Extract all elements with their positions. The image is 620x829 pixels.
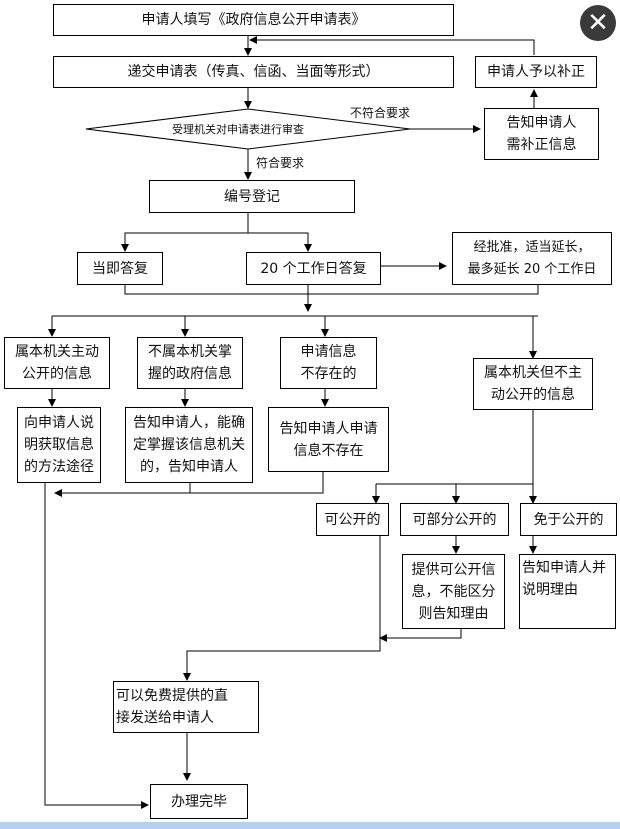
node-notify-agency-text: 告知申请人，能确 定掌握该信息机关 的，告知申请人: [133, 415, 245, 475]
node-fill-form: 申请人填写《政府信息公开申请表》: [53, 4, 454, 36]
label-not-meet: 不符合要求: [350, 106, 411, 120]
close-icon[interactable]: ✕: [580, 5, 616, 41]
node-notify-reason: 告知申请人并 说明理由: [519, 554, 616, 629]
node-exempt-text: 免于公开的: [533, 511, 604, 528]
edge-correct-submit: [249, 36, 535, 55]
node-ours-not-active-text: 属本机关但不主 动公开的信息: [484, 365, 582, 403]
node-reply-20: 20 个工作日答复: [246, 252, 381, 285]
node-reply-now-text: 当即答复: [92, 260, 148, 277]
node-provide-partial: 提供可公开信 息，不能区分 则告知理由: [402, 554, 505, 629]
node-register: 编号登记: [149, 180, 355, 213]
node-extend-text: 经批准，适当延长， 最多延长 20 个工作日: [467, 239, 597, 277]
node-explain-method-text: 向申请人说 明获取信息 的方法途径: [24, 415, 94, 475]
node-can-public-text: 可公开的: [324, 511, 381, 528]
edge-left-done: [44, 483, 149, 809]
node-notify-reason-text: 告知申请人并 说明理由: [522, 560, 606, 598]
node-ours-not-active: 属本机关但不主 动公开的信息: [473, 358, 593, 410]
node-notify-correct-text: 告知申请人 需补正信息: [506, 115, 577, 153]
node-notify-correct: 告知申请人 需补正信息: [484, 108, 599, 160]
node-active-public-text: 属本机关主动 公开的信息: [15, 344, 99, 382]
node-not-exist: 申请信息 不存在的: [280, 337, 377, 389]
node-notify-not-exist-text: 告知申请人申请 信息不存在: [279, 420, 378, 459]
node-not-ours: 不属本机关掌 握的政府信息: [137, 337, 243, 389]
edge-merge-replies: [124, 284, 539, 295]
node-submit-form-text: 递交申请表（传真、信函、当面等形式）: [127, 64, 380, 80]
node-correct: 申请人予以补正: [475, 56, 597, 88]
node-correct-text: 申请人予以补正: [487, 64, 585, 80]
node-notify-agency: 告知申请人，能确 定掌握该信息机关 的，告知申请人: [125, 407, 253, 483]
node-explain-method: 向申请人说 明获取信息 的方法途径: [17, 407, 101, 483]
edge-return-left: [54, 472, 324, 497]
node-provide-partial-text: 提供可公开信 息，不能区分 则告知理由: [411, 561, 496, 622]
node-done: 办理完毕: [150, 784, 248, 819]
node-send-free-text: 可以免费提供的直 接发送给申请人: [116, 688, 228, 726]
node-submit-form: 递交申请表（传真、信函、当面等形式）: [53, 56, 454, 88]
edge-register-split: [121, 213, 249, 252]
node-reply-20-text: 20 个工作日答复: [260, 260, 367, 277]
node-notify-not-exist: 告知申请人申请 信息不存在: [268, 407, 389, 472]
node-exempt: 免于公开的: [520, 503, 617, 536]
edge-public-send: [183, 535, 381, 681]
node-partial-public: 可部分公开的: [400, 503, 509, 536]
node-partial-public-text: 可部分公开的: [412, 511, 497, 528]
node-not-ours-text: 不属本机关掌 握的政府信息: [148, 344, 232, 382]
node-fill-form-text: 申请人填写《政府信息公开申请表》: [141, 12, 366, 28]
node-reply-now: 当即答复: [77, 252, 163, 285]
bottom-bar: [0, 822, 620, 829]
node-not-exist-text: 申请信息 不存在的: [300, 344, 357, 382]
node-done-text: 办理完毕: [171, 793, 227, 810]
node-register-text: 编号登记: [224, 188, 280, 205]
node-send-free: 可以免费提供的直 接发送给申请人: [113, 681, 259, 733]
node-can-public: 可公开的: [316, 503, 389, 536]
node-review-text: 受理机关对申请表进行审查: [172, 123, 304, 136]
node-extend: 经批准，适当延长， 最多延长 20 个工作日: [452, 232, 612, 285]
node-active-public: 属本机关主动 公开的信息: [4, 337, 110, 389]
label-meet: 符合要求: [256, 156, 305, 170]
